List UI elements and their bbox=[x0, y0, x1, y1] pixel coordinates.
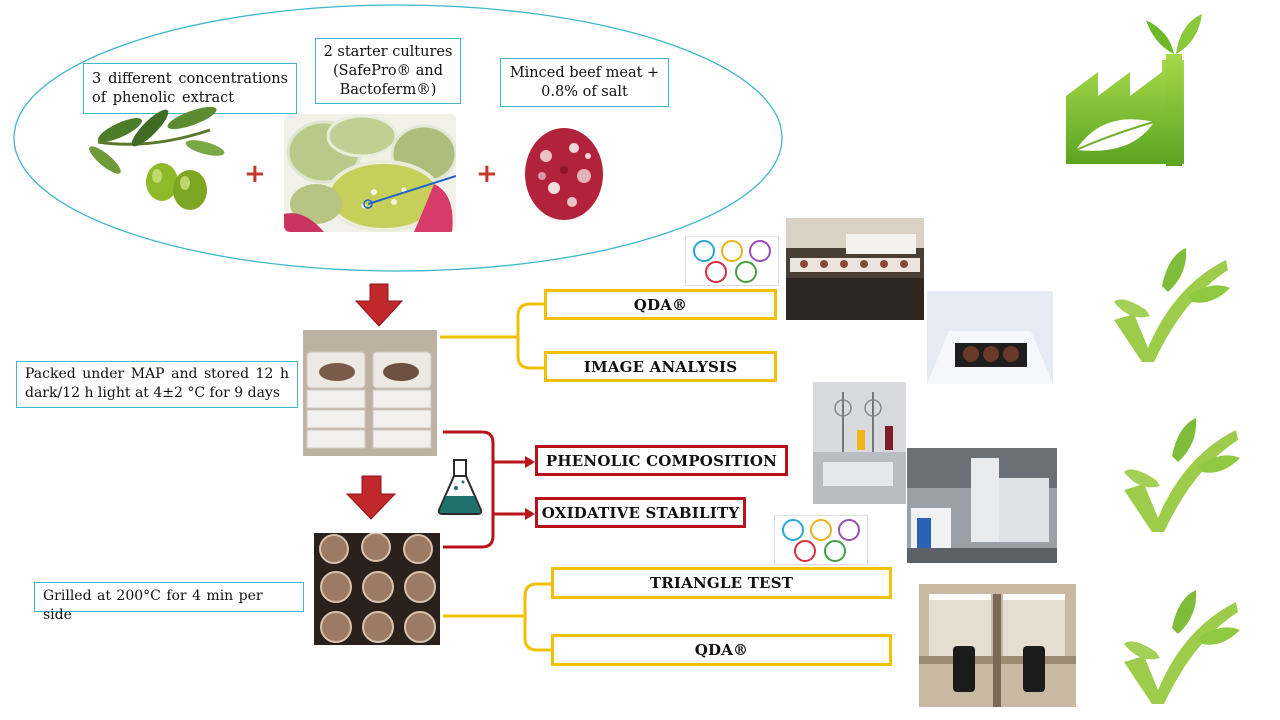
minced-meat-label: Minced beef meat + 0.8% of salt bbox=[500, 58, 669, 107]
yellow-bracket-top bbox=[440, 302, 546, 370]
packed-trays-photo bbox=[303, 330, 437, 456]
packed-step-label: Packed under MAP and stored 12 h dark/12… bbox=[16, 361, 298, 408]
minced-meat-icon bbox=[524, 126, 605, 222]
grilled-burgers-photo bbox=[314, 533, 440, 645]
senses-icon bbox=[685, 236, 779, 286]
sensory-samples-photo bbox=[786, 218, 924, 320]
red-bracket bbox=[443, 430, 495, 549]
phenolic-composition-box: PHENOLIC COMPOSITION bbox=[535, 445, 788, 476]
ingredients-ellipse bbox=[13, 4, 783, 272]
plus-sign: + bbox=[244, 159, 266, 189]
down-arrow-icon bbox=[345, 475, 397, 520]
triangle-test-box: TRIANGLE TEST bbox=[551, 567, 892, 599]
sensory-booth-photo bbox=[919, 584, 1076, 707]
image-analysis-photo bbox=[927, 291, 1053, 384]
image-analysis-box: IMAGE ANALYSIS bbox=[544, 351, 777, 382]
starter-cultures-label: 2 starter cultures (SafePro® and Bactofe… bbox=[315, 38, 461, 104]
senses-icon bbox=[774, 515, 868, 565]
oxidative-stability-box: OXIDATIVE STABILITY bbox=[535, 497, 746, 528]
phenolic-lab-photo bbox=[813, 382, 906, 504]
down-arrow-icon bbox=[354, 283, 404, 327]
phenolic-extract-label: 3 different concentrations of phenolic e… bbox=[83, 63, 297, 114]
check-leaf-icon bbox=[1118, 588, 1242, 708]
green-factory-icon bbox=[1062, 10, 1204, 166]
red-arrows bbox=[493, 456, 535, 520]
check-leaf-icon bbox=[1118, 416, 1242, 536]
qda-bottom-box: QDA® bbox=[551, 634, 892, 666]
flask-icon bbox=[436, 458, 484, 516]
gc-instrument-photo bbox=[907, 448, 1057, 563]
grilled-step-label: Grilled at 200°C for 4 min per side bbox=[34, 582, 304, 623]
qda-top-box: QDA® bbox=[544, 289, 777, 320]
plus-sign: + bbox=[476, 159, 498, 189]
check-leaf-icon bbox=[1108, 246, 1232, 366]
yellow-bracket-bottom bbox=[443, 582, 553, 652]
petri-dish-icon bbox=[284, 114, 456, 232]
